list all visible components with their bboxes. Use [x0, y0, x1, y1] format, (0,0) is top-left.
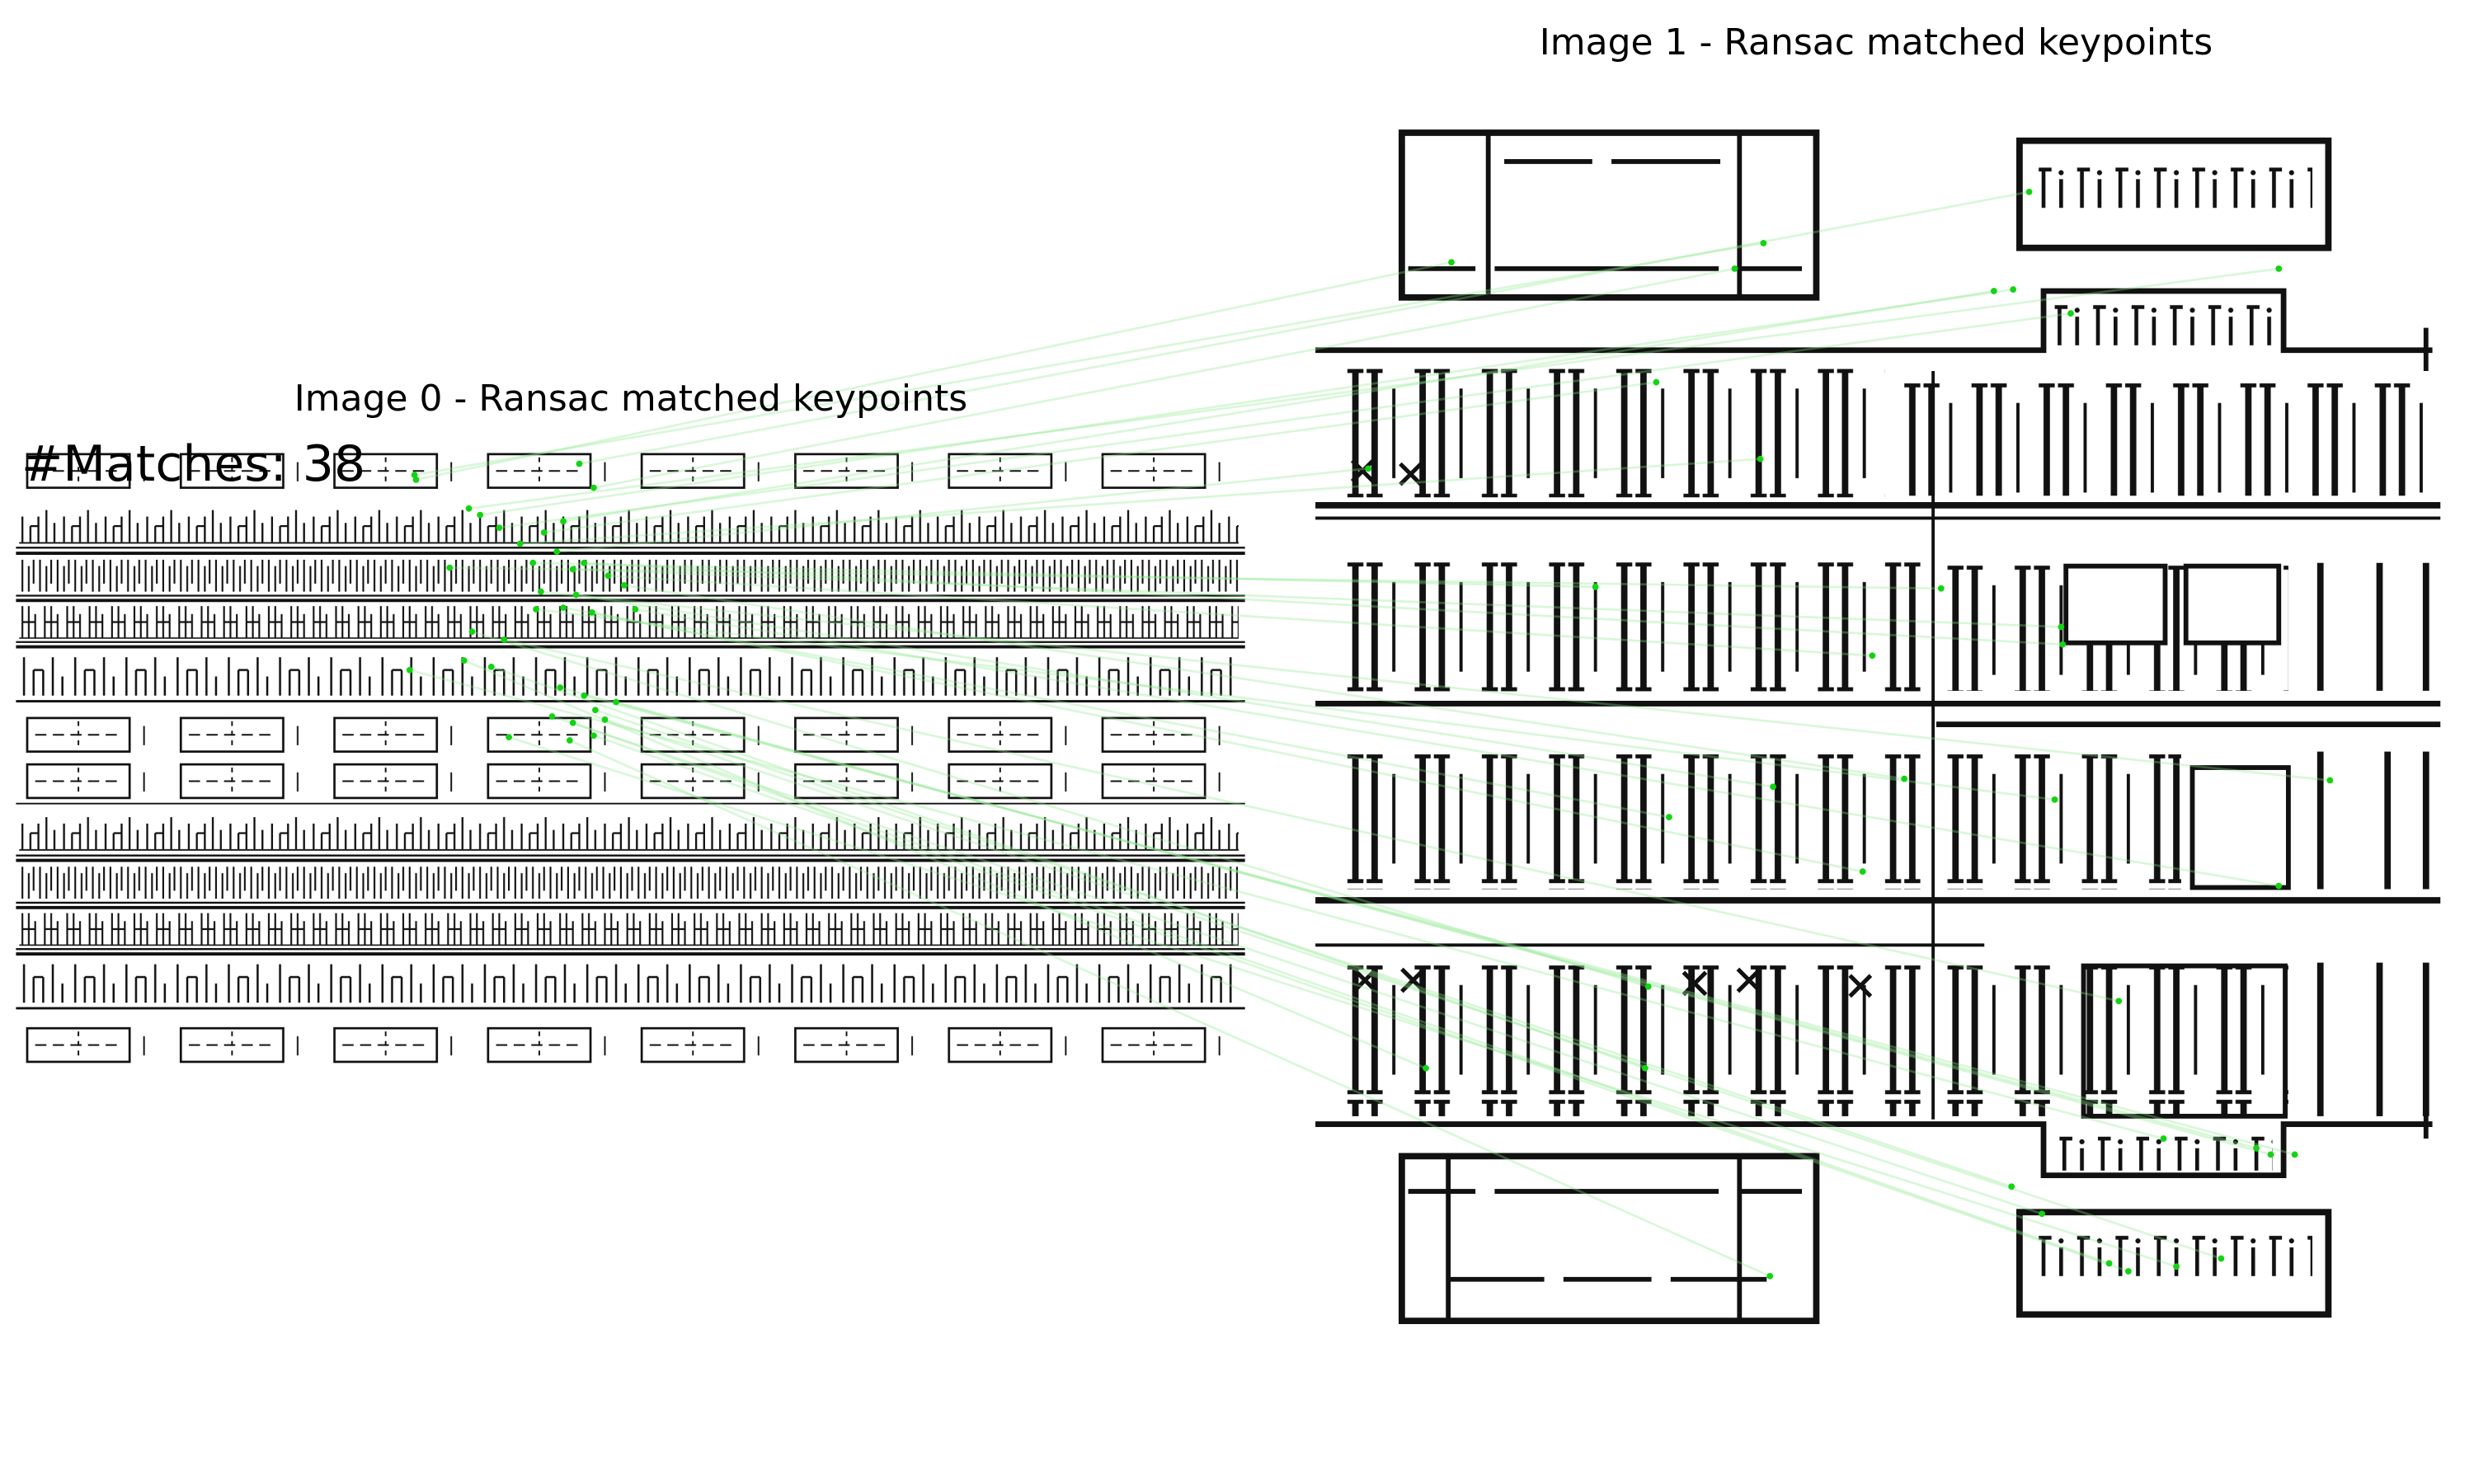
- image1-drawing: [1315, 129, 2441, 1325]
- image1-keypoints: [1365, 188, 2334, 1280]
- image0-drawing: [16, 449, 1245, 1067]
- image1-title: Image 1 - Ransac matched keypoints: [1539, 21, 2213, 63]
- matches-count-label: #Matches: 38: [21, 435, 366, 493]
- image0-title: Image 0 - Ransac matched keypoints: [294, 378, 968, 420]
- match-lines: [409, 190, 2331, 1278]
- image0-keypoints: [406, 460, 639, 744]
